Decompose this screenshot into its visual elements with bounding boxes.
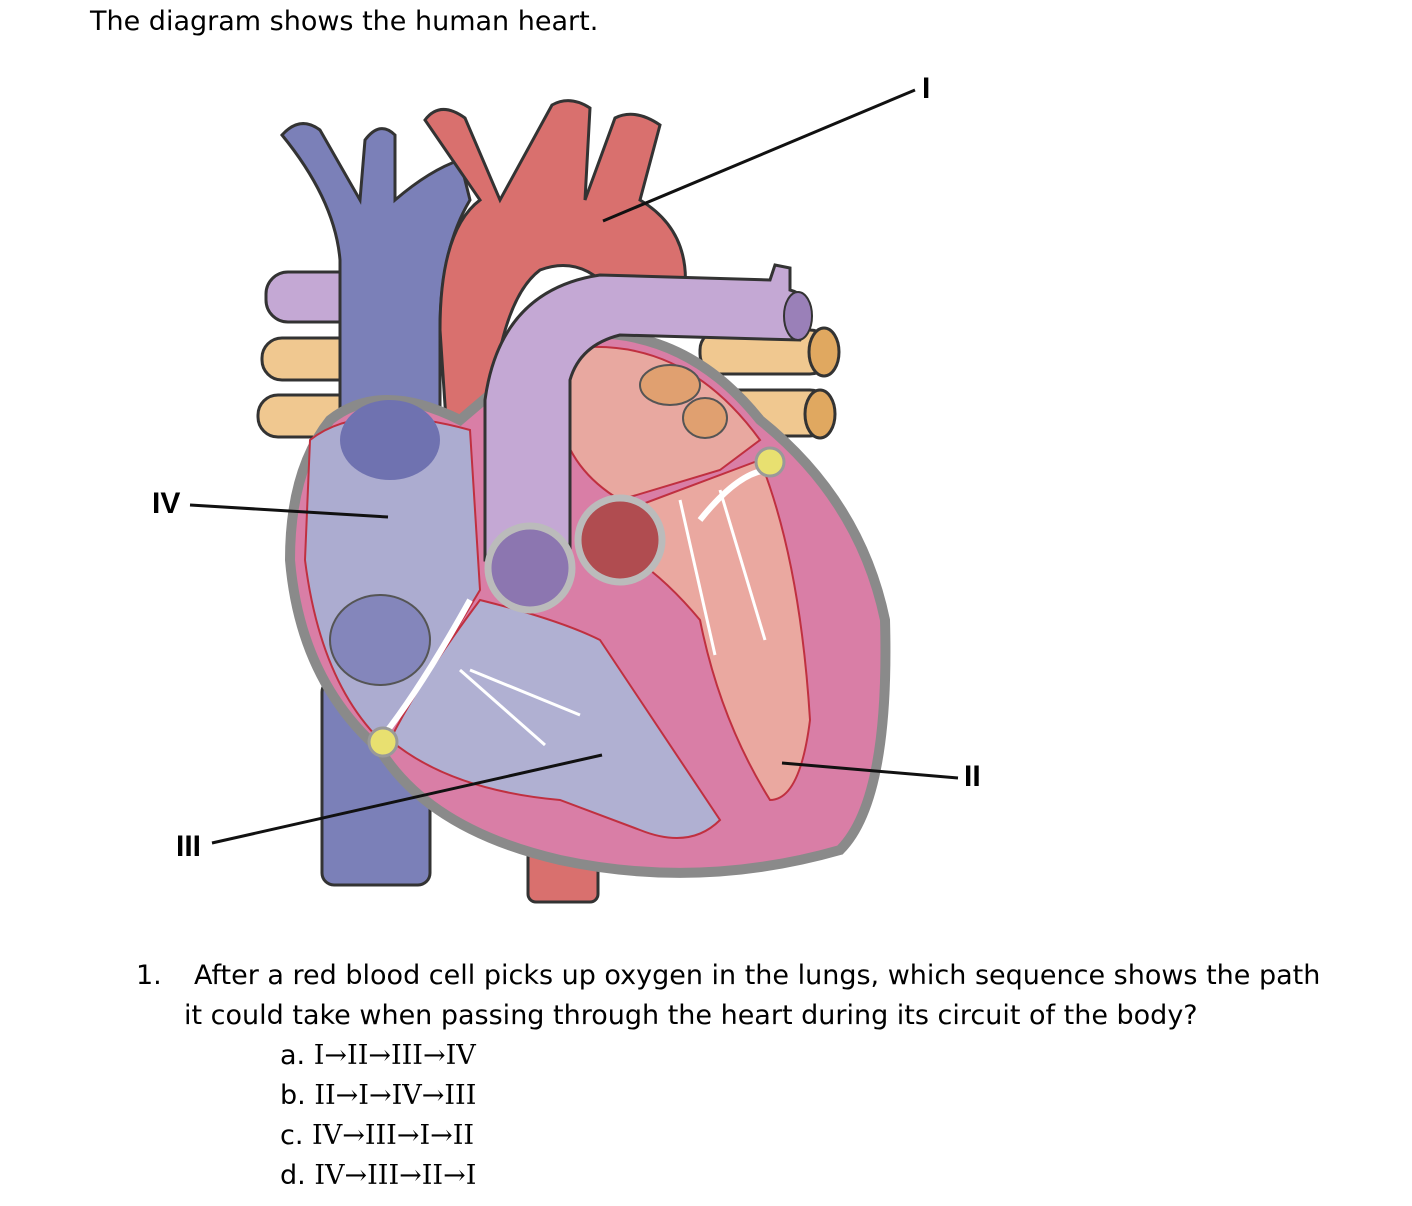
- choice-a[interactable]: a. I→II→III→IV: [280, 1036, 476, 1076]
- leader-line-II: [781, 761, 959, 780]
- choice-sequence: IV→III→II→I: [314, 1160, 477, 1191]
- choice-c[interactable]: c. IV→III→I→II: [280, 1116, 476, 1156]
- question-text-line-1: After a red blood cell picks up oxygen i…: [194, 960, 1321, 991]
- pulmonary-artery: [483, 263, 812, 562]
- choice-sequence: IV→III→I→II: [312, 1120, 475, 1151]
- choice-b[interactable]: b. II→I→IV→III: [280, 1076, 476, 1116]
- heart-diagram: [189, 88, 959, 904]
- leader-line-I: [602, 88, 916, 223]
- choice-letter: a.: [280, 1040, 306, 1071]
- choice-sequence: II→I→IV→III: [314, 1080, 477, 1111]
- label-II: II: [964, 760, 981, 793]
- leader-line-III: [211, 753, 603, 845]
- sa-node: [754, 446, 786, 478]
- choice-sequence: I→II→III→IV: [313, 1040, 476, 1071]
- choice-letter: b.: [280, 1080, 306, 1111]
- label-I: I: [922, 72, 931, 105]
- leader-line-IV: [189, 503, 389, 519]
- choice-d[interactable]: d. IV→III→II→I: [280, 1156, 476, 1196]
- question-number: 1.: [136, 960, 162, 991]
- av-node: [367, 726, 399, 758]
- answer-choices: a. I→II→III→IV b. II→I→IV→III c. IV→III→…: [280, 1036, 476, 1196]
- pulmonary-valve: [484, 522, 576, 614]
- label-III: III: [176, 830, 202, 863]
- aortic-valve: [574, 494, 666, 586]
- question-text-line-2: it could take when passing through the h…: [184, 1000, 1198, 1031]
- intro-text: The diagram shows the human heart.: [90, 6, 599, 37]
- label-IV: IV: [152, 487, 181, 520]
- choice-letter: d.: [280, 1160, 306, 1191]
- choice-letter: c.: [280, 1120, 304, 1151]
